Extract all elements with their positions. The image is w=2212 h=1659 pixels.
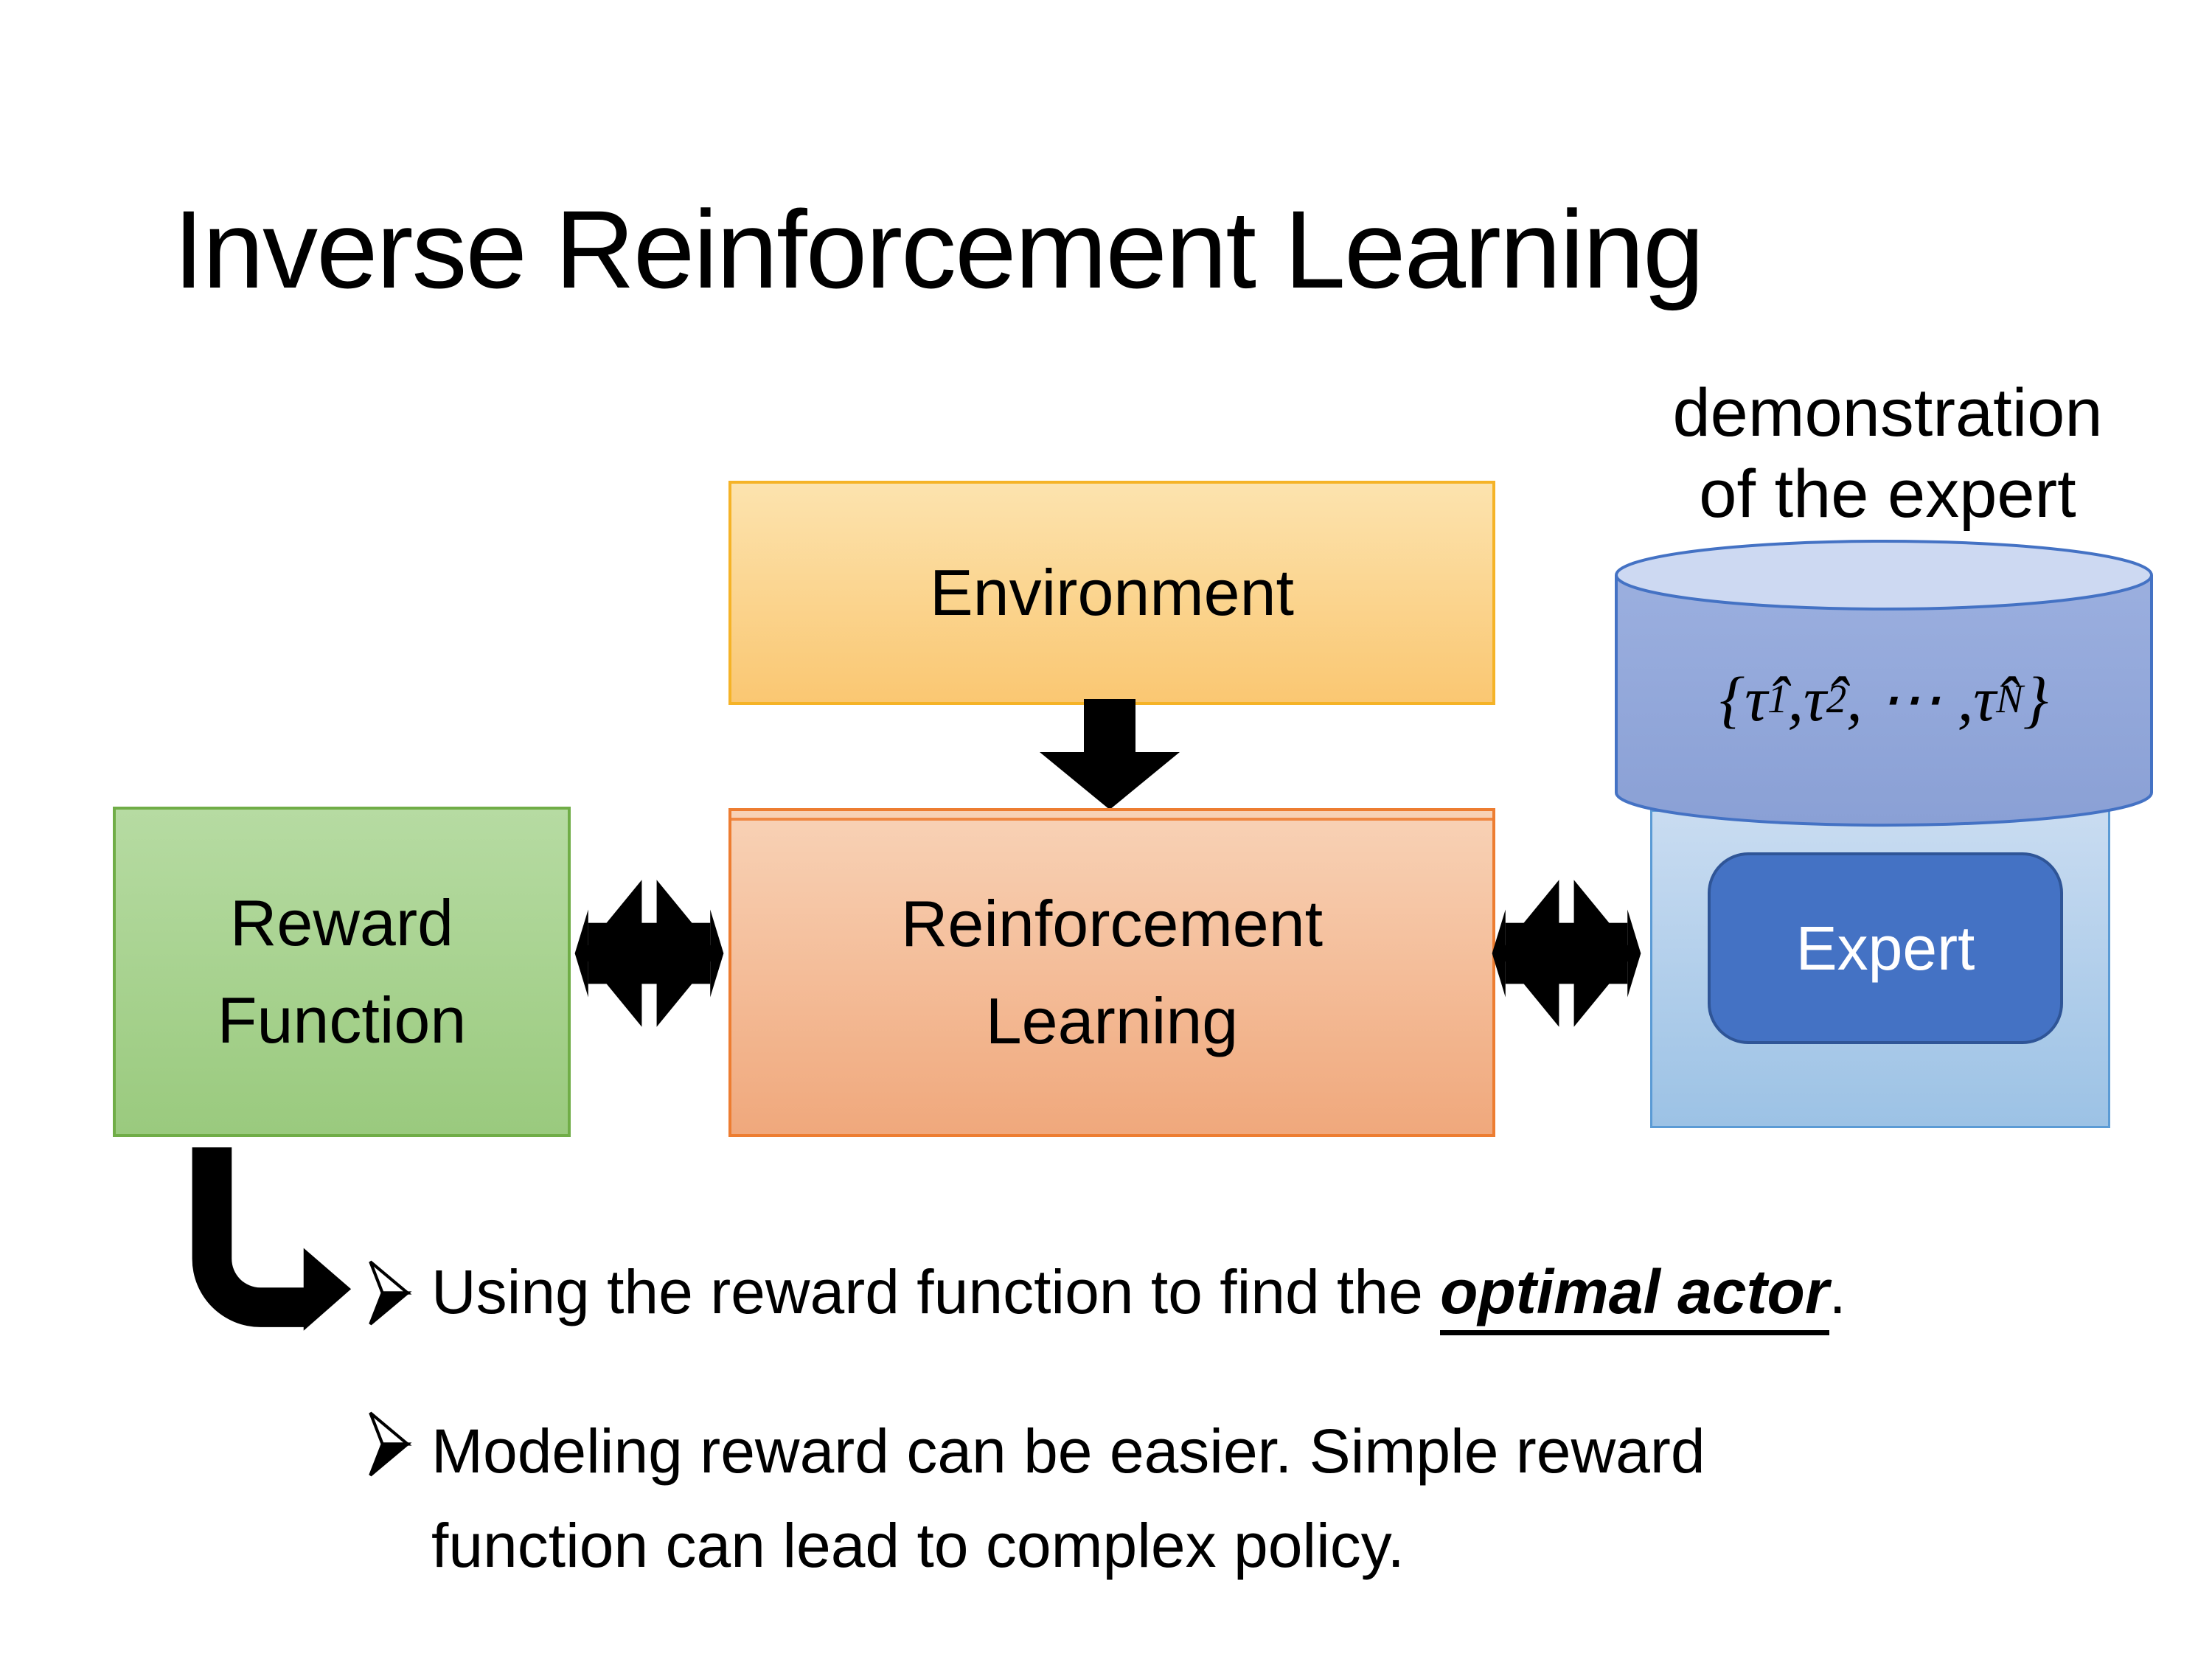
down-arrow-icon (1040, 699, 1180, 810)
bullet1-emphasis: optimal actor (1440, 1257, 1829, 1335)
bullet-item-2: Modeling reward can be easier. Simple re… (366, 1405, 1705, 1593)
expert-label: Expert (1795, 913, 1975, 983)
exchange-arrows-icon (574, 868, 724, 1039)
bent-elbow-arrow-icon (192, 1147, 352, 1331)
math-open-brace: { (1719, 664, 1745, 734)
math-ellipsis: , ⋯ , (1846, 664, 1974, 734)
math-tau2: τ̂ (1804, 664, 1826, 734)
bullet1-text: Using the reward function to find the op… (431, 1253, 1846, 1335)
bullet-item-1: Using the reward function to find the op… (366, 1253, 1846, 1335)
environment-box: Environment (728, 481, 1495, 705)
bullet2-line2: function can lead to complex policy. (431, 1510, 1405, 1580)
math-tauN: τ̂ (1973, 664, 1997, 734)
bullet2-text: Modeling reward can be easier. Simple re… (431, 1405, 1705, 1593)
reward-function-box: Reward Function (113, 807, 571, 1137)
reinforcement-learning-box: Reinforcement Learning (728, 808, 1495, 1137)
database-cylinder-icon (1615, 540, 2153, 827)
reinforcement-learning-label-line2: Learning (985, 984, 1239, 1057)
environment-label: Environment (929, 556, 1294, 629)
trajectory-set-formula: {τ̂1, τ̂2, ⋯ , τ̂N} (1719, 664, 2049, 734)
demonstration-label-line1: demonstration (1672, 375, 2103, 451)
bullet1-prefix: Using the reward function to find the (431, 1257, 1441, 1326)
math-close-brace: } (2023, 664, 2049, 734)
math-tau1: τ̂ (1745, 664, 1768, 734)
page-title: Inverse Reinforcement Learning (173, 187, 1704, 311)
expert-box: Expert (1708, 852, 2063, 1044)
math-comma: , (1787, 664, 1804, 734)
arrowhead-bullet-icon (369, 1411, 412, 1477)
reward-function-label-line1: Reward (229, 886, 454, 959)
exchange-arrows-icon (1492, 868, 1641, 1039)
reinforcement-learning-label-line1: Reinforcement (900, 887, 1324, 960)
demonstration-label-line2: of the expert (1699, 456, 2076, 532)
bullet1-suffix: . (1829, 1257, 1846, 1326)
arrowhead-bullet-icon (369, 1260, 412, 1326)
bullet2-line1: Modeling reward can be easier. Simple re… (431, 1416, 1705, 1486)
reward-function-label-line2: Function (217, 984, 467, 1057)
demonstration-label: demonstration of the expert (1556, 372, 2212, 535)
